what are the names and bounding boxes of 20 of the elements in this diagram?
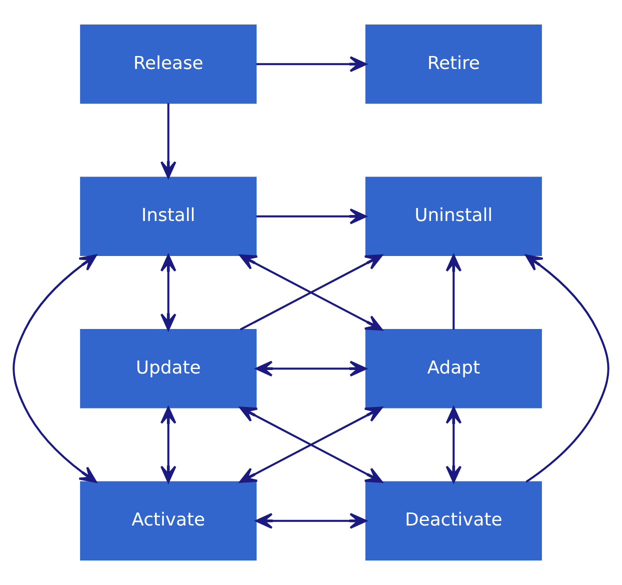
node-box: Adapt (365, 328, 542, 408)
arrow (160, 406, 176, 483)
node-box: Update (80, 328, 257, 408)
arrow (256, 208, 367, 224)
arrow (239, 406, 383, 483)
arrow (446, 254, 462, 330)
node-box: Activate (80, 481, 257, 561)
arrow (160, 254, 176, 331)
node-box: Deactivate (365, 481, 542, 561)
node-box: Release (80, 24, 257, 104)
arrow (255, 512, 367, 529)
node-box: Retire (365, 24, 542, 104)
arrow (12, 254, 97, 483)
node-box: Install (80, 176, 257, 256)
arrow (255, 360, 367, 377)
arrow (160, 103, 176, 178)
node-box: Uninstall (365, 176, 542, 256)
arrow (446, 406, 462, 483)
arrow (525, 254, 610, 483)
arrow (256, 56, 367, 72)
